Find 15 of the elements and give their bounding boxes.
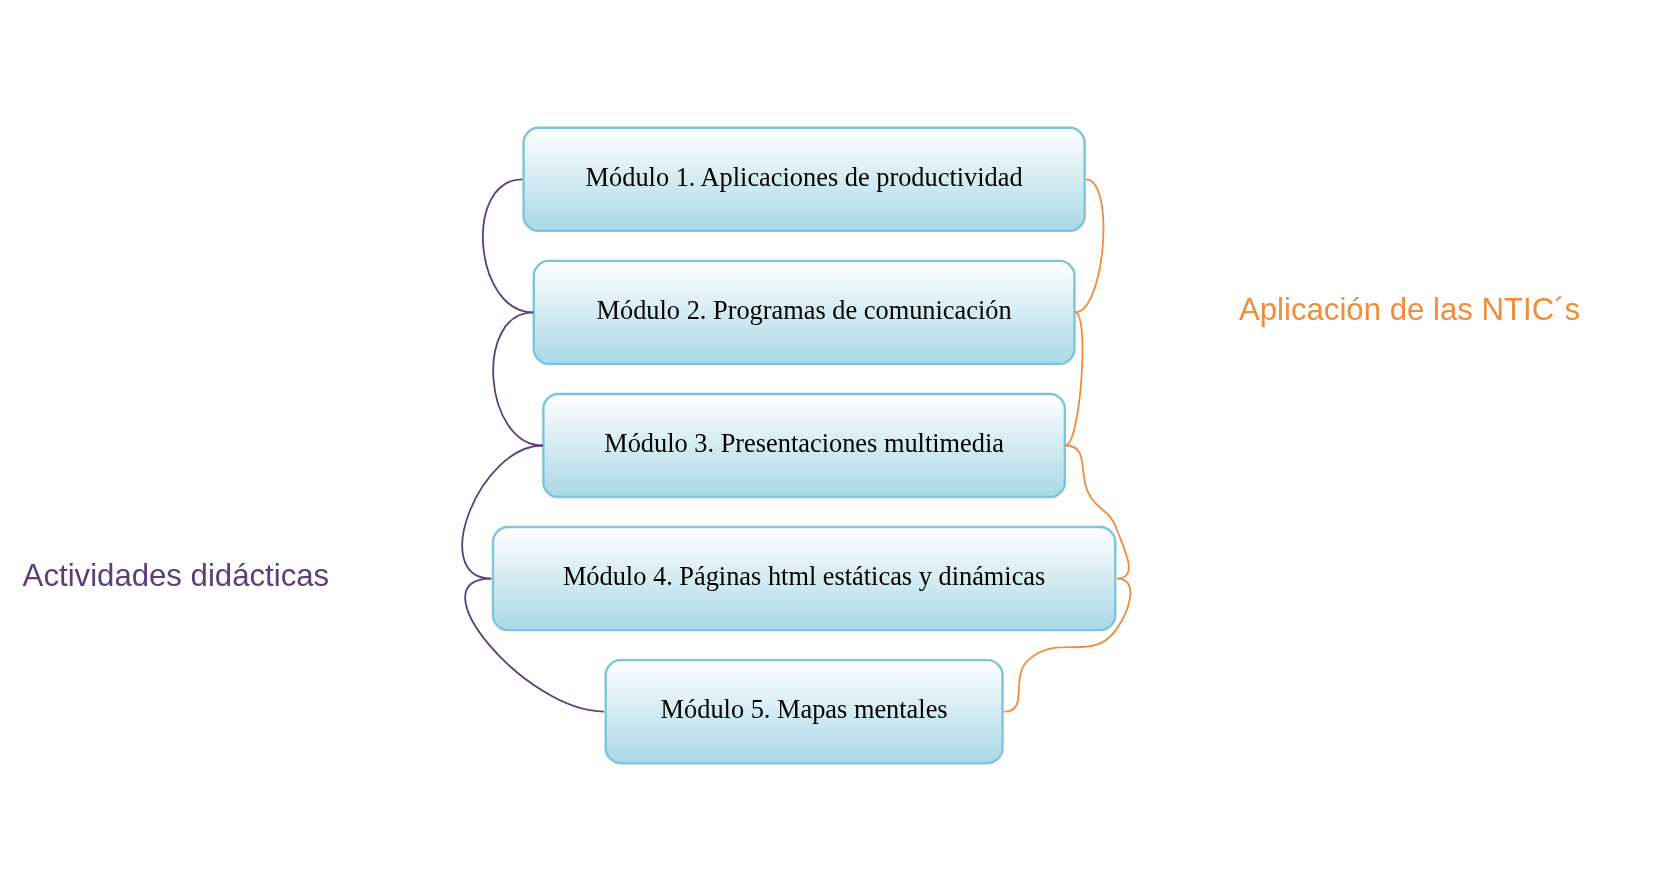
node-box: Módulo 5. Mapas mentales bbox=[604, 658, 1004, 765]
connector bbox=[461, 444, 544, 580]
connector bbox=[1074, 178, 1105, 314]
connector bbox=[482, 178, 535, 314]
connector bbox=[1003, 577, 1132, 713]
node-box: Módulo 2. Programas de comunicación bbox=[532, 259, 1076, 366]
node-box: Módulo 1. Aplicaciones de productividad bbox=[522, 126, 1086, 233]
label: Actividades didácticas bbox=[22, 558, 330, 594]
connector bbox=[1064, 444, 1130, 580]
connector bbox=[492, 311, 544, 447]
connector bbox=[464, 577, 605, 713]
node-box: Módulo 3. Presentaciones multimedia bbox=[542, 392, 1067, 499]
node-box: Módulo 4. Páginas html estáticas y dinámicas bbox=[491, 525, 1117, 632]
connector bbox=[1064, 311, 1084, 447]
label: Aplicación de las NTIC´s bbox=[1238, 291, 1581, 327]
